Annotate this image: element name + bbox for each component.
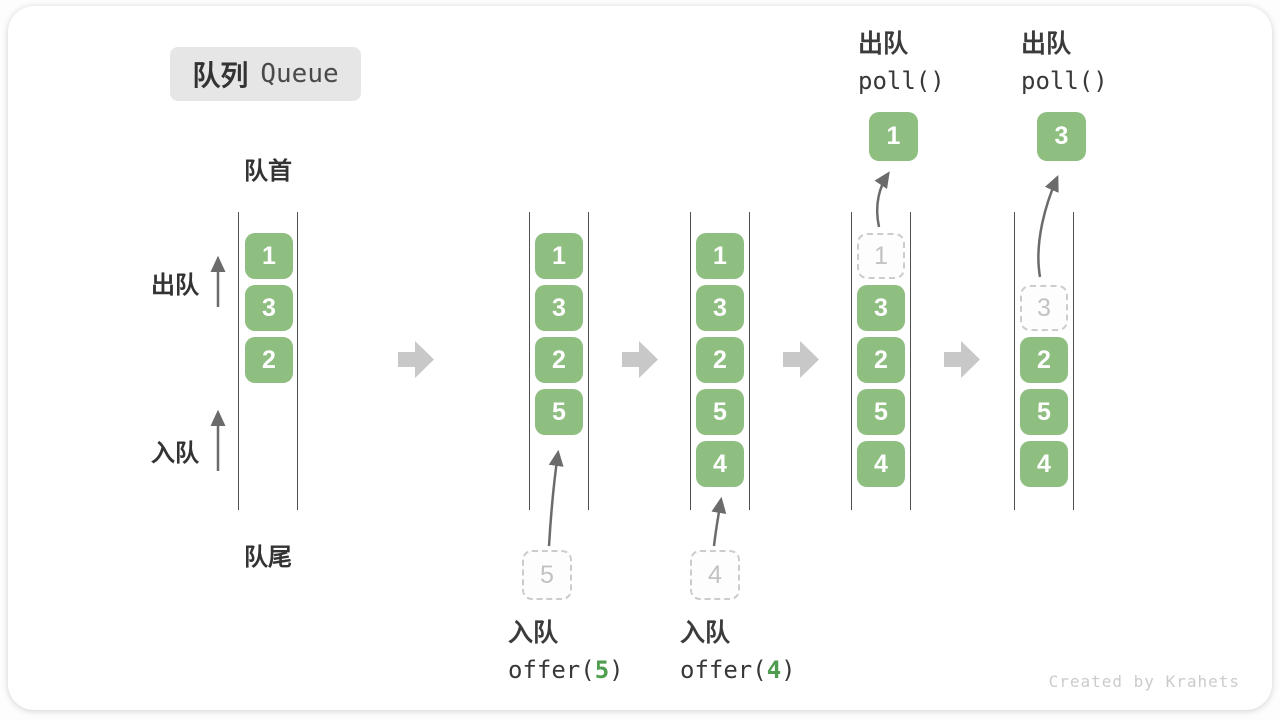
queue-column (690, 212, 750, 510)
enqueue-op-label: 入队 offer(5) (508, 615, 624, 689)
queue-column (238, 212, 298, 510)
removed-item-placeholder: 1 (857, 233, 905, 279)
op-zh: 出队 (1021, 30, 1072, 58)
queue-front-label: 队首 (244, 158, 292, 185)
pending-item: 5 (522, 550, 572, 600)
op-zh: 入队 (508, 619, 559, 647)
queue-item: 1 (696, 233, 744, 279)
op-code: offer(5) (508, 656, 624, 684)
title-box: 队列 Queue (170, 47, 361, 101)
pending-item: 4 (690, 550, 740, 600)
queue-column (851, 212, 911, 510)
queue-item: 5 (857, 389, 905, 435)
queue-item: 1 (245, 233, 293, 279)
state-transition-arrow-icon (622, 341, 658, 378)
op-zh: 出队 (858, 30, 909, 58)
dequeue-side-label: 出队 (151, 272, 199, 299)
queue-item: 4 (1020, 441, 1068, 487)
state-transition-arrow-icon (398, 341, 434, 378)
popped-item: 1 (869, 112, 918, 161)
enqueue-op-label: 入队 offer(4) (680, 615, 796, 689)
op-code: offer(4) (680, 656, 796, 684)
queue-item: 2 (1020, 337, 1068, 383)
popped-item: 3 (1037, 112, 1086, 161)
queue-item: 2 (857, 337, 905, 383)
dequeue-op-label: 出队 poll() (1021, 26, 1108, 100)
queue-item: 3 (535, 285, 583, 331)
enqueue-item-arrow-icon (547, 449, 564, 547)
dequeue-item-arrow-icon (1037, 175, 1059, 278)
state-transition-arrow-icon (944, 341, 980, 378)
op-code: poll() (858, 67, 945, 95)
queue-item: 2 (245, 337, 293, 383)
queue-item: 3 (696, 285, 744, 331)
dequeue-item-arrow-icon (874, 171, 890, 228)
watermark: Created by Krahets (1048, 672, 1240, 691)
queue-rear-label: 队尾 (244, 544, 292, 571)
title-en: Queue (260, 59, 339, 89)
queue-item: 2 (535, 337, 583, 383)
queue-column (529, 212, 589, 510)
queue-column (1014, 212, 1074, 510)
op-arg: 4 (766, 656, 782, 684)
queue-item: 5 (696, 389, 744, 435)
op-code: poll() (1021, 67, 1108, 95)
enqueue-item-arrow-icon (711, 496, 727, 547)
op-arg: 5 (594, 656, 610, 684)
state-transition-arrow-icon (783, 341, 819, 378)
title-zh: 队列 (192, 60, 249, 91)
queue-item: 5 (1020, 389, 1068, 435)
queue-item: 3 (857, 285, 905, 331)
dequeue-op-label: 出队 poll() (858, 26, 945, 100)
queue-item: 1 (535, 233, 583, 279)
queue-item: 4 (857, 441, 905, 487)
queue-item: 2 (696, 337, 744, 383)
enqueue-side-label: 入队 (151, 440, 199, 467)
queue-item: 4 (696, 441, 744, 487)
removed-item-placeholder: 3 (1020, 285, 1068, 331)
queue-item: 3 (245, 285, 293, 331)
op-zh: 入队 (680, 619, 731, 647)
queue-item: 5 (535, 389, 583, 435)
